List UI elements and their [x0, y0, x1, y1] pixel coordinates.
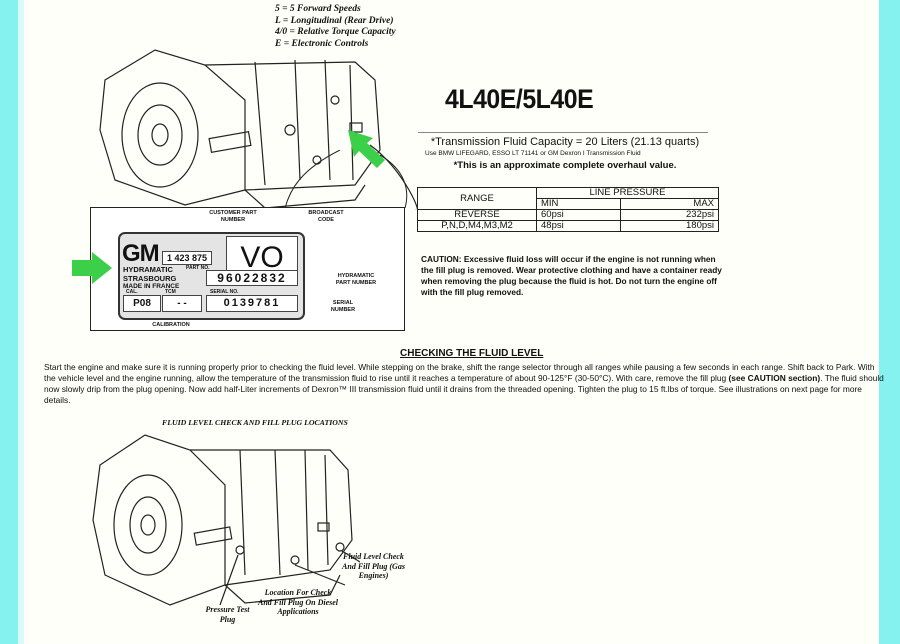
min-header: MIN	[536, 198, 621, 210]
paragraph-text: . The fluid should now slowly drip from …	[44, 373, 884, 405]
left-border-highlight	[18, 0, 24, 644]
customer-part-number: 1 423 875	[162, 251, 212, 265]
green-arrow-icon	[72, 252, 112, 284]
tcm-label: TCM	[165, 289, 176, 295]
legend-line: E = Electronic Controls	[275, 38, 369, 49]
pressure-test-plug-callout: Pressure Test Plug	[205, 605, 250, 624]
range-header: RANGE	[417, 187, 537, 210]
divider	[418, 132, 708, 133]
legend-line: 5 = 5 Forward Speeds	[275, 4, 361, 14]
approx-note: *This is an approximate complete overhau…	[453, 160, 677, 171]
serial-no-label: SERIAL NO.	[210, 289, 239, 295]
right-border	[879, 0, 900, 644]
line-pressure-table: RANGE LINE PRESSURE MIN MAX REVERSE 60ps…	[417, 187, 720, 232]
broadcast-label: BROADCAST CODE	[308, 210, 344, 223]
model-code-legend: 5 = 5 Forward Speeds L = Longitudinal (R…	[275, 4, 396, 50]
figure-title: FLUID LEVEL CHECK AND FILL PLUG LOCATION…	[162, 418, 348, 427]
serial-number-label: SERIAL NUMBER	[330, 300, 356, 313]
tcm-code: - -	[162, 295, 202, 312]
calibration-label: CALIBRATION	[152, 322, 190, 328]
transmission-illustration-top	[99, 49, 419, 210]
min-cell: 48psi	[536, 220, 621, 232]
gas-fill-plug-callout: Fluid Level Check And Fill Plug (Gas Eng…	[342, 552, 405, 580]
instructions-paragraph: Start the engine and make sure it is run…	[44, 362, 886, 406]
paragraph-text: Start the engine and make sure it is run…	[44, 362, 875, 383]
min-cell: 60psi	[536, 209, 621, 221]
caution-reference: (see CAUTION section)	[728, 373, 821, 383]
table-row: REVERSE 60psi 232psi	[417, 209, 720, 221]
range-cell: REVERSE	[417, 209, 537, 221]
hydramatic-part-number: 96022832	[206, 270, 298, 286]
cal-label: CAL.	[126, 289, 138, 295]
max-header: MAX	[619, 198, 720, 210]
green-arrow-icon	[348, 130, 385, 168]
table-row: P,N,D,M4,M3,M2 48psi 180psi	[417, 220, 720, 232]
fluid-capacity: *Transmission Fluid Capacity = 20 Liters…	[430, 136, 700, 148]
calibration-code: P08	[123, 295, 161, 312]
transmission-illustration-bottom	[92, 434, 360, 606]
part-no-label: PART NO.	[186, 265, 210, 271]
line-pressure-header: LINE PRESSURE	[536, 187, 719, 199]
fluid-type: Use BMW LIFEGARD, ESSO LT 71141 or GM De…	[425, 150, 641, 157]
section-heading: CHECKING THE FLUID LEVEL	[400, 348, 544, 359]
caution-note: CAUTION: Excessive fluid loss will occur…	[421, 254, 722, 297]
max-cell: 232psi	[619, 209, 720, 221]
made-in-text: MADE IN FRANCE	[123, 283, 180, 290]
diesel-fill-plug-callout: Location For Check And Fill Plug On Dies…	[258, 588, 339, 616]
gm-logo: GM	[122, 240, 160, 267]
page-title: 4L40E/5L40E	[445, 84, 594, 114]
left-border	[0, 0, 18, 644]
connector-lines	[284, 150, 408, 209]
strasbourg-text: STRASBOURG	[123, 274, 177, 283]
hydramatic-part-label: HYDRAMATIC PART NUMBER	[335, 273, 377, 286]
range-cell: P,N,D,M4,M3,M2	[417, 220, 537, 232]
customer-part-label: CUSTOMER PART NUMBER	[209, 210, 257, 223]
legend-line: 4/0 = Relative Torque Capacity	[275, 27, 396, 37]
max-cell: 180psi	[619, 220, 720, 232]
hydramatic-text: HYDRAMATIC	[123, 265, 173, 274]
serial-number: 0139781	[206, 295, 298, 312]
legend-line: L = Longitudinal (Rear Drive)	[275, 15, 394, 26]
id-plate: GM 1 423 875 VO HYDRAMATIC STRASBOURG MA…	[118, 232, 305, 320]
